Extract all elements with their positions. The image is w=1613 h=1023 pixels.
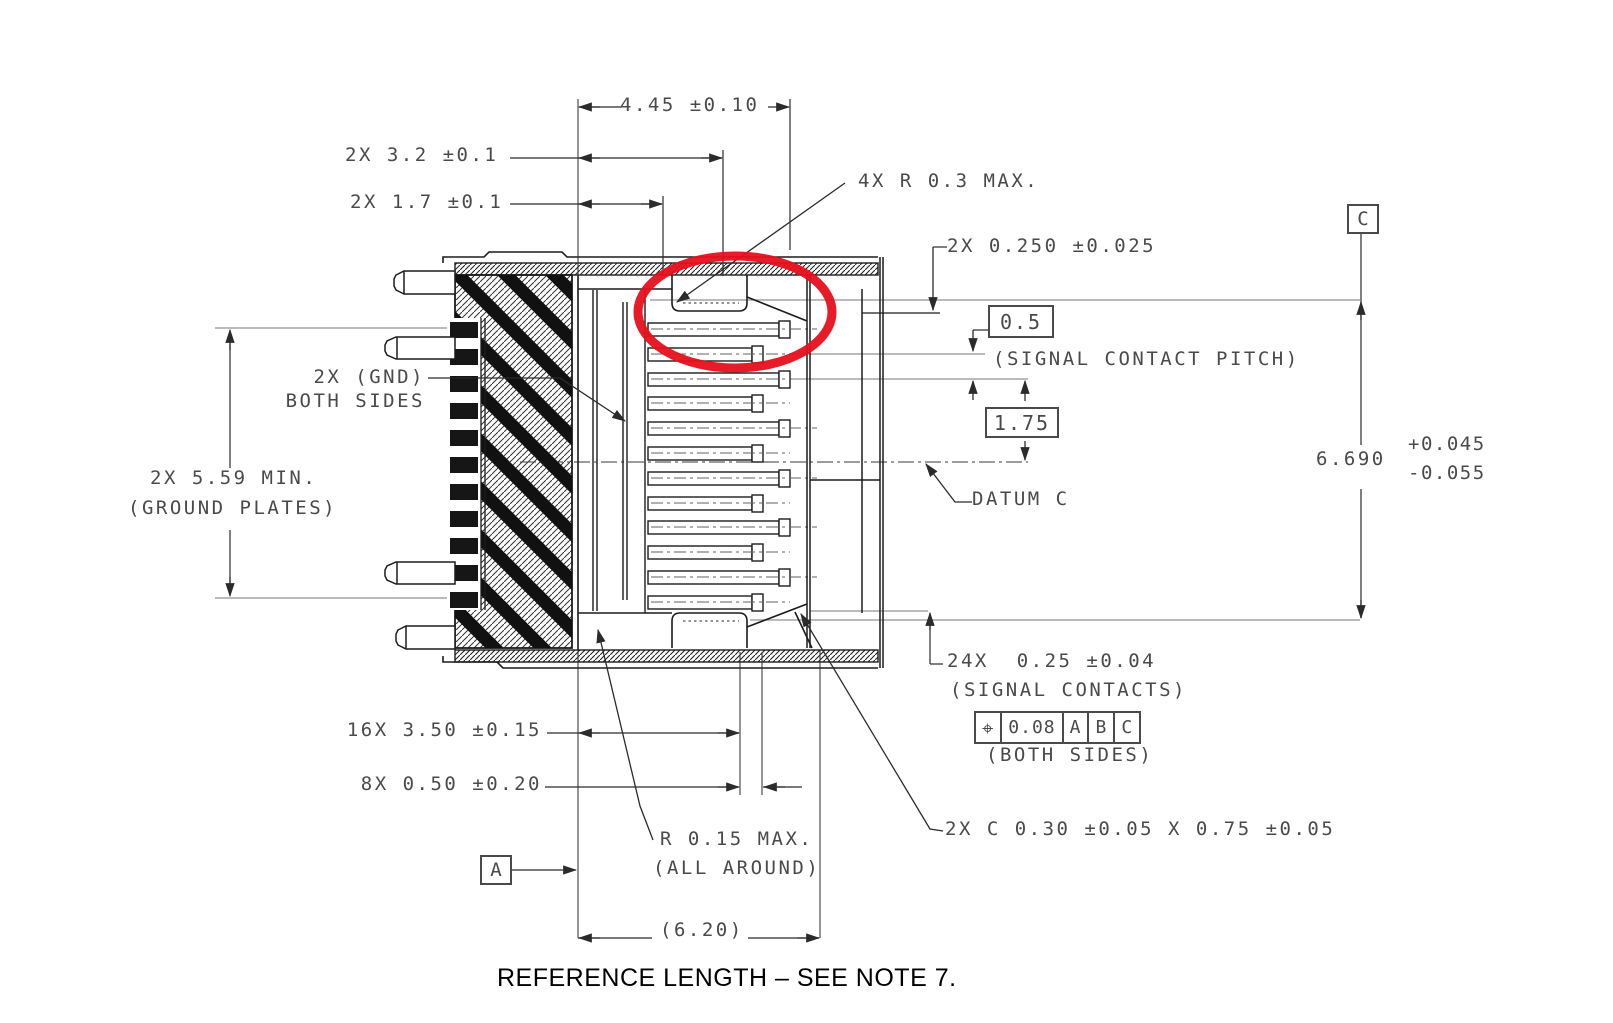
reference-length-note: REFERENCE LENGTH – SEE NOTE 7. — [497, 964, 957, 992]
gnd-note-line2: BOTH SIDES — [285, 390, 425, 412]
dim-1_75-box: 1.75 — [985, 407, 1059, 438]
dim-24x: 24X 0.25 ±0.04 — [947, 650, 1157, 672]
right-wall — [806, 257, 940, 668]
r015-line2: (ALL AROUND) — [653, 857, 821, 879]
reference-lines — [215, 299, 1360, 621]
connector-body — [384, 251, 940, 669]
top-tongue — [671, 275, 808, 322]
dim-6_20: (6.20) — [656, 920, 748, 941]
pitch-note: (SIGNAL CONTACT PITCH) — [993, 348, 1300, 370]
dim-0_250: 2X 0.250 ±0.025 — [947, 235, 1157, 257]
ground-plates-line2: (GROUND PLATES) — [128, 497, 338, 519]
dim-4_45: 4.45 ±0.10 — [620, 94, 760, 116]
tol-plus: +0.045 — [1408, 433, 1486, 455]
datum-c-flag: C — [1347, 204, 1379, 234]
fcf-datum-a: A — [1064, 713, 1090, 742]
both-sides-note: (BOTH SIDES) — [986, 744, 1154, 766]
ground-plates-line1: 2X 5.59 MIN. — [150, 467, 318, 489]
dim-3_2: 2X 3.2 ±0.1 — [345, 144, 499, 166]
dim-3_50: 16X 3.50 ±0.15 — [346, 719, 542, 741]
solder-pins — [384, 270, 456, 650]
highlight-ellipse — [633, 251, 837, 373]
dim-1_7: 2X 1.7 ±0.1 — [350, 191, 504, 213]
fcf-tolerance: 0.08 — [1002, 713, 1064, 742]
bottom-tongue — [671, 603, 813, 649]
gnd-note-line1: 2X (GND) — [313, 366, 425, 388]
position-symbol-icon: ⌖ — [976, 713, 1003, 742]
signal-contacts-note: (SIGNAL CONTACTS) — [950, 679, 1187, 701]
fcf-datum-b: B — [1089, 713, 1116, 742]
dimension-lines — [229, 99, 1362, 939]
dimension-arrows — [225, 102, 1366, 943]
feature-control-frame: ⌖ 0.08 A B C — [974, 711, 1142, 744]
pitch-value-box: 0.5 — [988, 305, 1054, 338]
datum-c-callout: DATUM C — [972, 488, 1070, 510]
dim-6_690: 6.690 — [1316, 448, 1386, 470]
datum-a-flag: A — [480, 855, 512, 885]
chamfer-dim: 2X C 0.30 ±0.05 X 0.75 ±0.05 — [945, 818, 1336, 840]
gnd-teeth — [450, 322, 478, 608]
tol-minus: -0.055 — [1408, 462, 1486, 484]
dim-0_50: 8X 0.50 ±0.20 — [360, 773, 542, 795]
fcf-datum-c: C — [1121, 717, 1134, 738]
r015-line1: R 0.15 MAX. — [660, 828, 814, 850]
radius-0_3-note: 4X R 0.3 MAX. — [858, 170, 1040, 192]
